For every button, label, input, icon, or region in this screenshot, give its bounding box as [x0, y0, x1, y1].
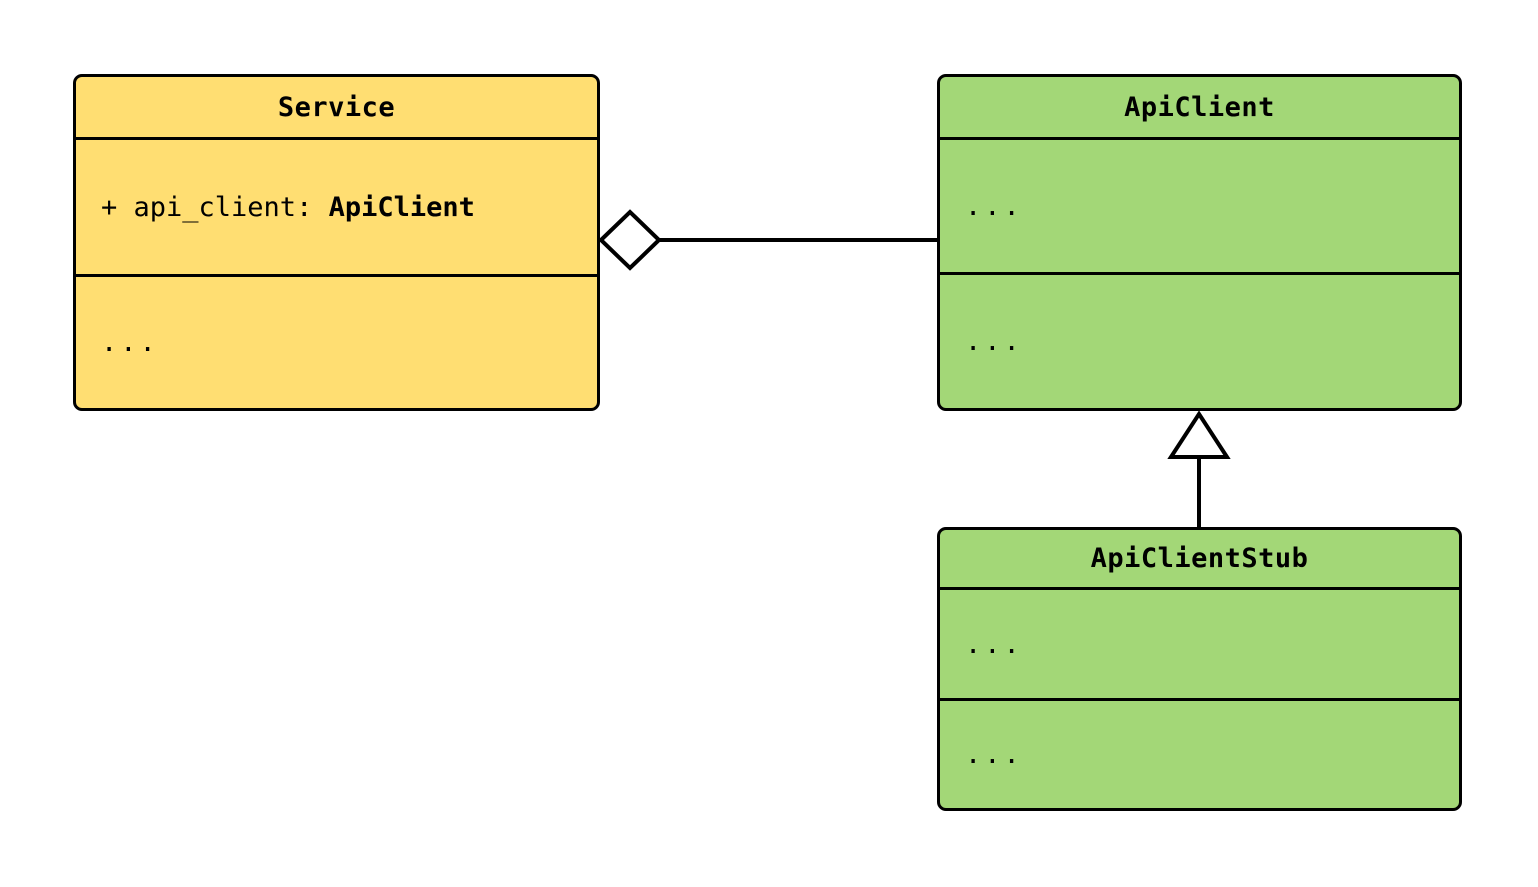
class-methods-apiclientstub: ...: [940, 701, 1459, 808]
class-box-apiclientstub[interactable]: ApiClientStub ... ...: [937, 527, 1462, 811]
attributes-placeholder: ...: [965, 628, 1023, 660]
class-title-apiclient: ApiClient: [940, 77, 1459, 140]
hollow-diamond-icon: [598, 209, 662, 271]
attribute-label: + api_client:: [101, 191, 329, 223]
methods-placeholder: ...: [965, 739, 1023, 770]
class-methods-apiclient: ...: [940, 275, 1459, 408]
attribute-row-api-client: + api_client: ApiClient: [101, 192, 475, 223]
class-title-service: Service: [76, 77, 597, 140]
class-attributes-apiclientstub: ...: [940, 590, 1459, 701]
class-title-apiclientstub: ApiClientStub: [940, 530, 1459, 590]
class-attributes-apiclient: ...: [940, 140, 1459, 275]
hollow-triangle-icon: [1167, 410, 1231, 459]
methods-placeholder: ...: [965, 326, 1023, 357]
methods-placeholder: ...: [101, 327, 159, 358]
class-methods-service: ...: [76, 277, 597, 408]
attributes-placeholder: ...: [965, 190, 1023, 222]
attribute-type: ApiClient: [328, 191, 475, 223]
class-box-apiclient[interactable]: ApiClient ... ...: [937, 74, 1462, 411]
class-box-service[interactable]: Service + api_client: ApiClient ...: [73, 74, 600, 411]
relationship-aggregation-service-apiclient[interactable]: [598, 209, 937, 271]
relationship-inheritance-apiclientstub-apiclient[interactable]: [1167, 410, 1231, 527]
class-attributes-service: + api_client: ApiClient: [76, 140, 597, 277]
